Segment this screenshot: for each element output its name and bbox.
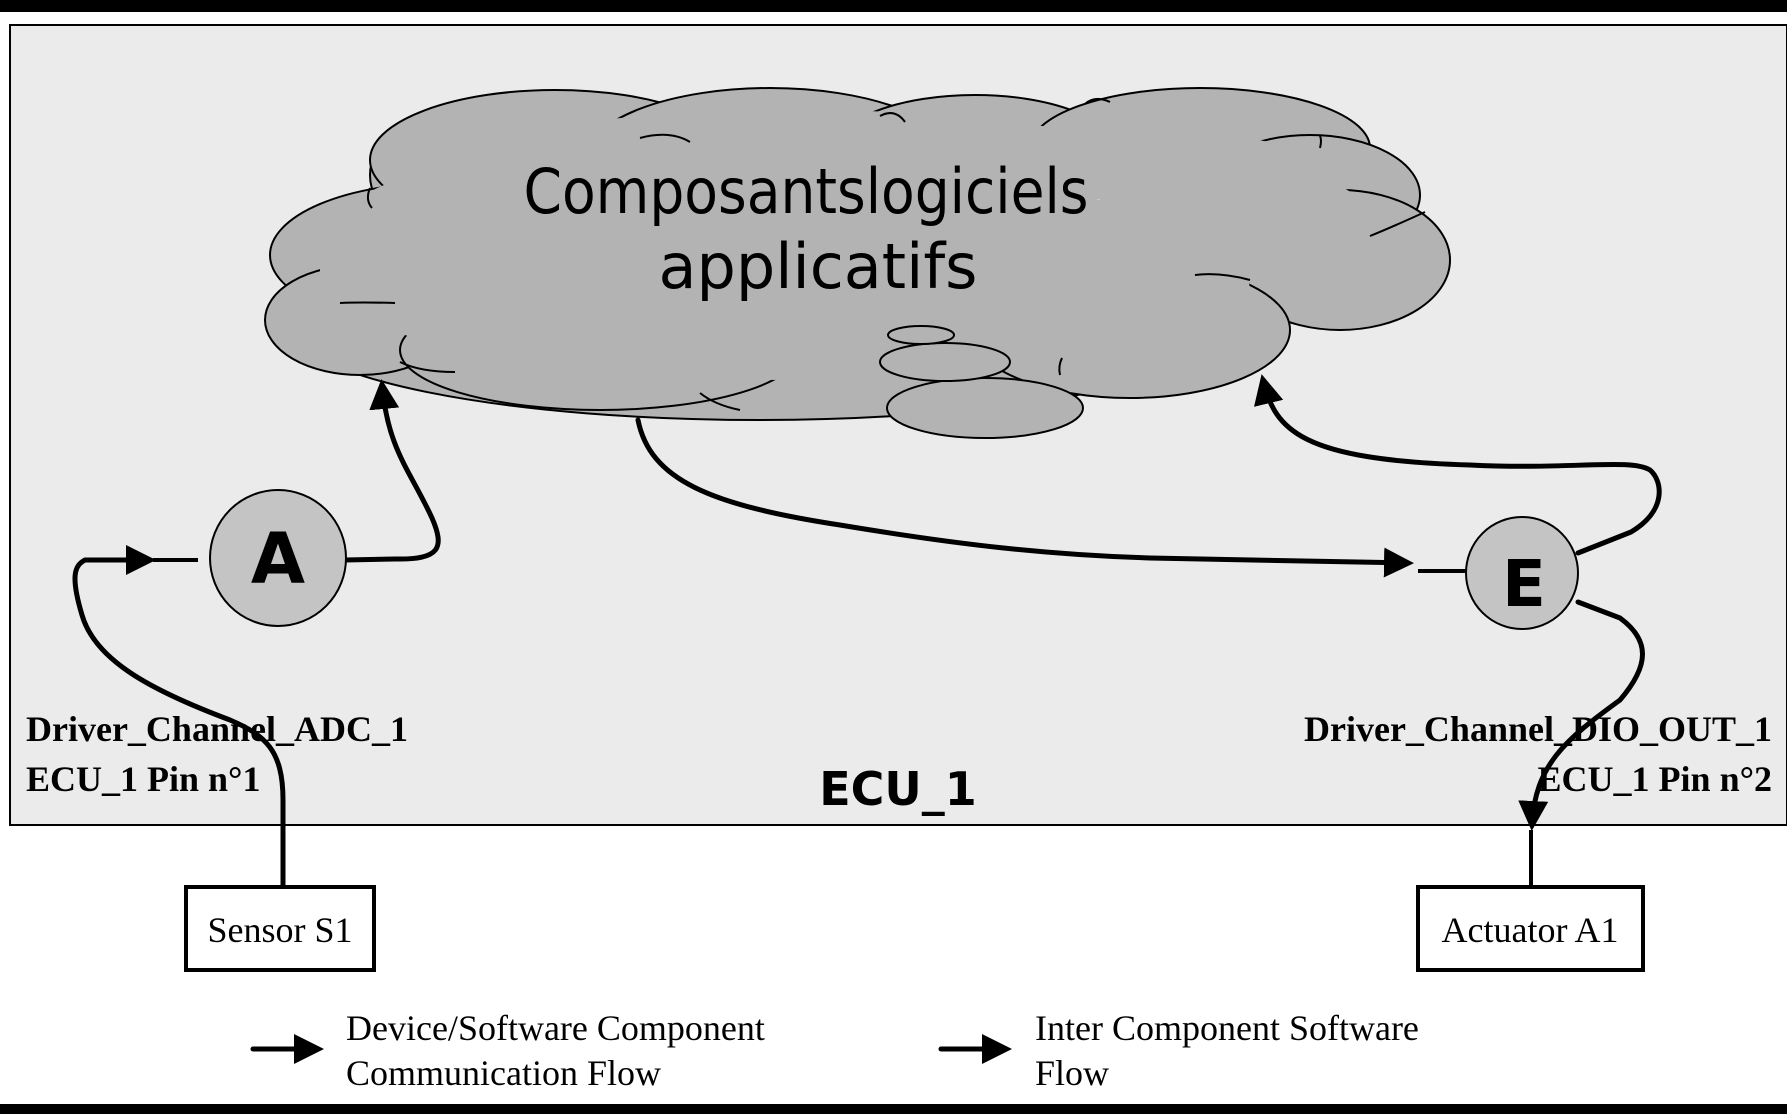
ecu-label: ECU_1 <box>819 762 977 816</box>
legend-device-flow-line2: Communication Flow <box>346 1053 661 1093</box>
top-border-bar <box>0 0 1787 12</box>
legend-inter-flow-line1: Inter Component Software <box>1035 1008 1419 1048</box>
left-driver-channel: Driver_Channel_ADC_1 <box>26 709 408 749</box>
flow-arrow-e-to-cloud <box>1254 374 1662 556</box>
cloud-title-line1: Composantslogiciels <box>524 155 1089 228</box>
component-e: E <box>1465 516 1579 630</box>
flow-arrow-sensor-to-a <box>72 545 286 888</box>
component-a: A <box>209 489 347 627</box>
legend-inter-flow-line2: Flow <box>1035 1053 1109 1093</box>
sensor-box: Sensor S1 <box>184 885 376 972</box>
flow-arrow-cloud-to-e <box>635 417 1414 578</box>
left-driver-pin: ECU_1 Pin n°1 <box>26 759 260 799</box>
legend-device-flow-line1: Device/Software Component <box>346 1008 765 1048</box>
actuator-box: Actuator A1 <box>1416 885 1645 972</box>
software-components-cloud: Composantslogiciels applicatifs <box>264 87 1451 439</box>
flow-arrow-a-to-cloud <box>342 379 441 563</box>
sensor-label: Sensor S1 <box>207 910 352 950</box>
component-a-label: A <box>251 518 305 600</box>
right-driver-channel: Driver_Channel_DIO_OUT_1 <box>1304 709 1772 749</box>
component-e-label: E <box>1502 548 1546 622</box>
flow-arrow-e-to-actuator <box>1518 599 1645 831</box>
legend: Device/Software Component Communication … <box>250 1008 1419 1093</box>
actuator-label: Actuator A1 <box>1442 910 1619 950</box>
bottom-border-bar <box>0 1104 1787 1114</box>
cloud-title-line2: applicatifs <box>659 230 978 303</box>
right-driver-pin: ECU_1 Pin n°2 <box>1538 759 1772 799</box>
